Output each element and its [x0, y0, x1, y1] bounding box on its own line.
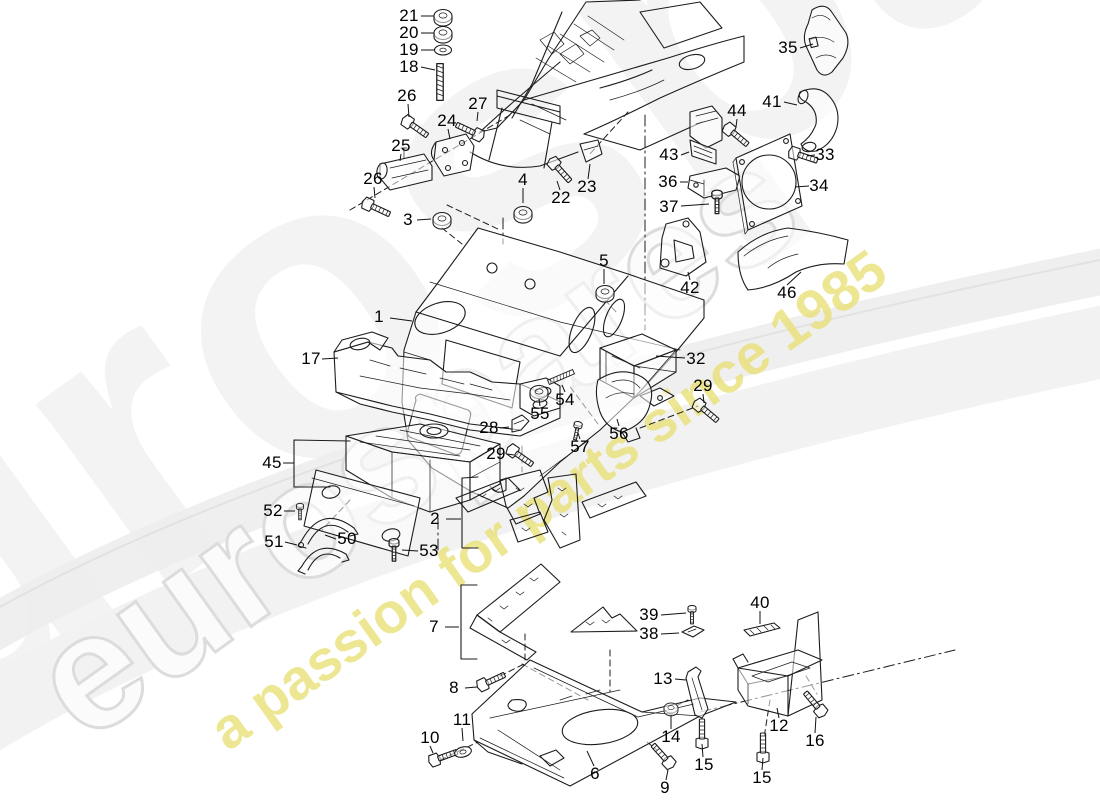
- bolt-9-icon: [647, 740, 679, 772]
- leader-line-15: [761, 757, 764, 771]
- part-34-plate: [732, 133, 803, 235]
- leader-line-15: [701, 743, 704, 758]
- leader-line-37: [680, 203, 710, 207]
- leader-line-28: [499, 426, 510, 429]
- bracket-2: [461, 476, 479, 549]
- part-46-panel: [737, 227, 849, 291]
- nut-5-icon: [595, 284, 615, 303]
- screw-39-icon: [687, 604, 697, 625]
- leader-line-6: [586, 750, 595, 767]
- washer-19-icon: [433, 44, 453, 56]
- leader-line-23: [587, 163, 591, 180]
- nut-20-icon: [433, 25, 453, 44]
- leader-line-8: [464, 686, 478, 689]
- leader-line-17: [321, 357, 339, 360]
- leader-line-54: [561, 384, 566, 393]
- clamp-51: [297, 541, 350, 575]
- part-12-bracket: [732, 611, 823, 717]
- leader-line-39: [660, 612, 687, 616]
- leader-line-42: [687, 271, 691, 281]
- leader-line-41: [783, 101, 798, 106]
- part-24-bracket: [430, 133, 475, 177]
- leader-line-35: [799, 43, 814, 49]
- insulation-sheets-7: [469, 563, 638, 661]
- part-41-hose: [797, 88, 839, 153]
- part-17-support: [333, 331, 561, 437]
- leader-line-9: [665, 769, 669, 781]
- nut-21-icon: [433, 8, 453, 27]
- part-25-sleeve: [376, 147, 433, 191]
- leader-line-18: [420, 66, 436, 71]
- leader-line-29: [506, 453, 515, 456]
- leader-line-26: [373, 186, 376, 199]
- leader-lines: [283, 15, 817, 781]
- leader-line-10: [429, 745, 434, 754]
- stud-18-icon: [436, 62, 444, 102]
- bracket-7: [460, 584, 478, 660]
- leader-line-33: [806, 154, 816, 157]
- leader-line-56: [616, 418, 620, 427]
- leader-line-26: [407, 103, 410, 118]
- nut-14-icon: [663, 702, 679, 717]
- part-56-bracket: [595, 371, 653, 443]
- leader-line-53: [401, 549, 419, 552]
- leader-line-22: [556, 180, 561, 191]
- part-35-duct: [803, 5, 849, 76]
- nut-3-icon: [432, 211, 452, 230]
- part-40-grille: [743, 622, 781, 637]
- washer-11-icon: [452, 744, 474, 760]
- leader-line-55: [538, 398, 541, 407]
- part-13-strip: [685, 666, 709, 719]
- leader-line-1: [389, 317, 413, 322]
- part-43-bracket: [689, 105, 723, 165]
- leader-line-38: [660, 632, 680, 635]
- leader-line-46: [786, 271, 802, 286]
- leader-line-43: [680, 151, 690, 156]
- leader-line-27: [476, 111, 479, 122]
- insulation-sheets-2: [455, 469, 647, 549]
- swoosh-band-2: [0, 305, 1100, 751]
- leader-line-44: [735, 118, 738, 128]
- part-28-clip: [511, 414, 530, 433]
- leader-line-51: [284, 541, 298, 546]
- leader-line-57: [577, 432, 581, 440]
- nut-4-icon: [513, 205, 533, 224]
- part-45-bracket: [303, 423, 501, 557]
- part-36-bracket: [687, 167, 741, 199]
- leader-line-3: [416, 218, 432, 221]
- part-38-clip: [681, 625, 705, 638]
- leader-line-12: [776, 707, 780, 719]
- leader-line-34: [794, 185, 810, 188]
- leader-line-11: [461, 727, 464, 742]
- body-section: [469, 0, 745, 169]
- part-42-bracket: [659, 217, 707, 277]
- leader-line-24: [447, 128, 451, 140]
- leader-line-50: [324, 534, 337, 540]
- leader-line-32: [655, 355, 686, 359]
- leader-line-16: [814, 716, 817, 734]
- leader-line-13: [674, 678, 687, 681]
- part-23-clip: [579, 139, 603, 163]
- leader-line-25: [399, 153, 402, 162]
- leader-line-29: [702, 393, 705, 404]
